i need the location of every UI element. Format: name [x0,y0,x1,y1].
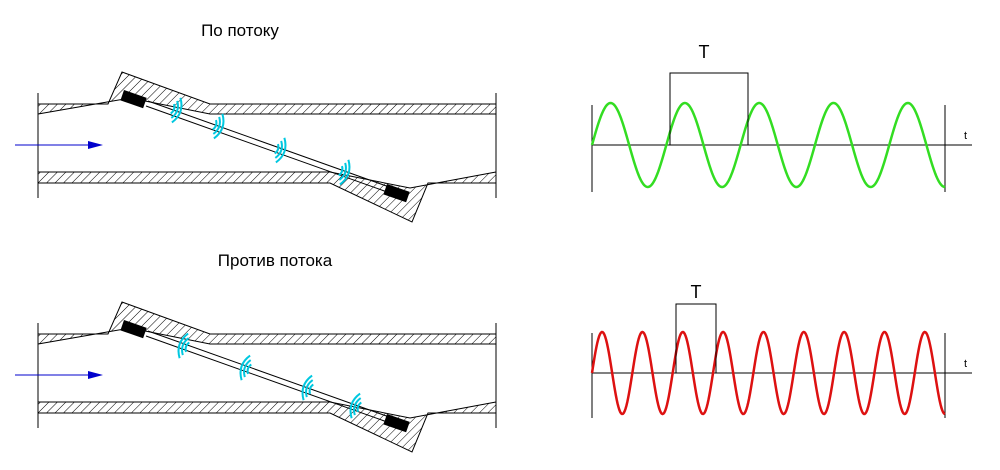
wave-arc [177,332,189,359]
signal-wave-red [590,330,946,416]
panel-downstream: По потоку t T [15,21,972,223]
wave-arc [339,159,351,186]
ultrasonic-wave-icon [177,332,190,359]
period-label: T [699,42,710,62]
transducer-icon [383,414,410,433]
waveform-downstream: t T [590,42,972,192]
wave-arc [181,337,190,356]
acoustic-path-line [147,100,393,189]
wave-arc [275,137,287,164]
pipe-body [15,301,497,453]
period-label: T [691,282,702,302]
wave-arc [349,392,361,419]
panel-upstream: Против потока t T [15,251,972,453]
time-axis-label: t [964,358,967,370]
ultrasonic-wave-icon [338,159,351,186]
ultrasonic-wave-icon [349,392,362,419]
pipe-upstream [15,301,497,453]
pipe-lower-wall [37,171,497,223]
signal-wave-green [590,101,946,189]
ultrasonic-wave-icon [274,137,287,164]
arrow-head-icon [88,141,103,149]
pipe-body [15,71,497,223]
ultrasonic-wave-icon [301,374,314,401]
period-bracket [675,303,717,373]
wave-arc [338,162,347,181]
pipe-upper-wall [37,71,497,115]
wave-arc [213,113,225,140]
waveform-upstream: t T [590,282,972,418]
panel-title-upstream: Против потока [218,251,333,270]
wave-arc [184,341,190,353]
time-axis-label: t [964,130,967,142]
wave-arc [239,354,251,381]
wave-arc [170,100,179,119]
wave-arc [212,116,221,135]
wave-arc [243,359,252,378]
pipe-upper-wall [37,301,497,345]
arrow-head-icon [88,371,103,379]
wave-arc [356,401,362,413]
ultrasonic-wave-icon [239,354,252,381]
wave-arc [338,165,344,177]
transducer-icon [120,320,147,339]
wave-arc [274,140,283,159]
wave-arc [246,363,252,375]
wave-arc [170,103,176,115]
wave-arc [301,374,313,401]
transducer-icon [120,90,147,109]
panel-title-downstream: По потоку [201,21,279,40]
period-bracket [669,72,749,145]
ultrasonic-wave-icon [170,97,183,124]
acoustic-path-line [145,105,391,194]
pipe-downstream [15,71,497,223]
wave-arc [353,397,362,416]
pipe-lower-wall [37,401,497,453]
ultrasonic-wave-icon [212,113,225,140]
wave-arc [308,383,314,395]
transducer-icon [383,184,410,203]
wave-arc [171,97,183,124]
wave-arc [274,143,280,155]
wave-arc [212,119,218,131]
wave-arc [305,379,314,398]
